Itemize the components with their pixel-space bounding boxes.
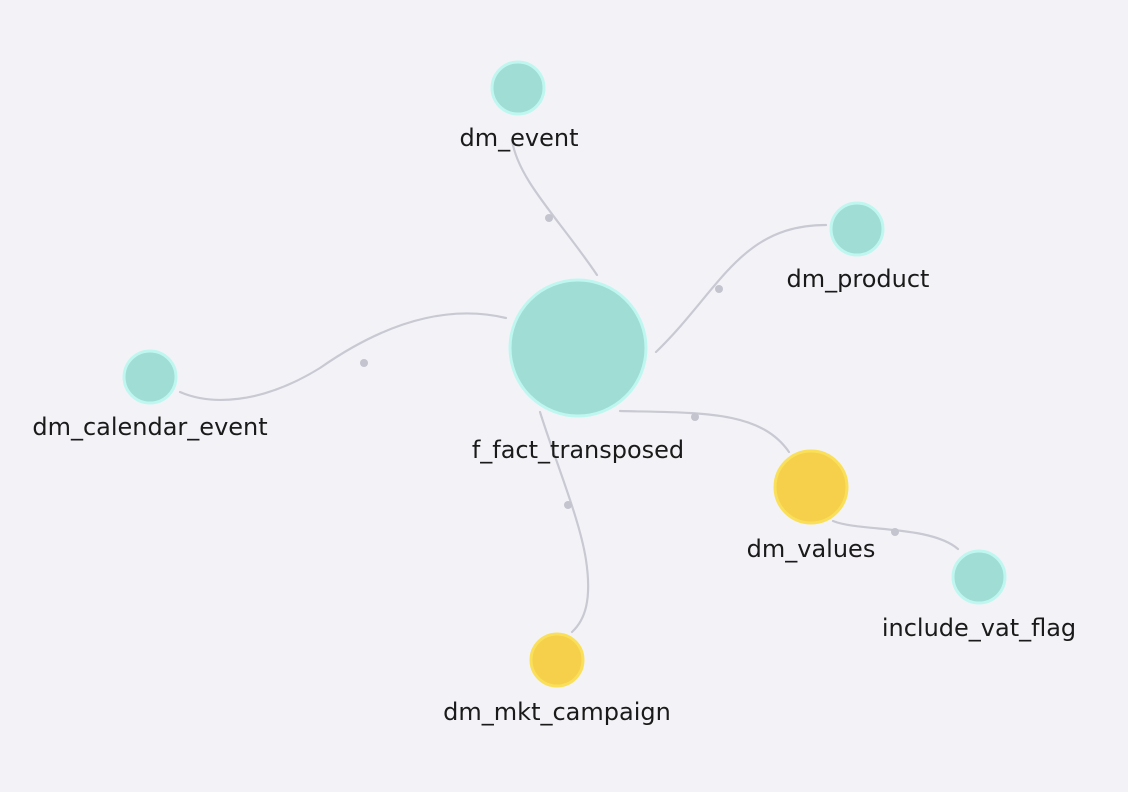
node-dm_calendar_event[interactable]: dm_calendar_event [32, 349, 268, 441]
edge-dm_values-to-include_vat_flag[interactable] [831, 519, 960, 551]
edge-midpoint-handle[interactable] [545, 214, 553, 222]
edge-line[interactable] [538, 410, 590, 634]
edge-f_fact_transposed-to-dm_product[interactable] [654, 223, 828, 354]
edge-line[interactable] [618, 409, 791, 454]
node-label: dm_values [747, 535, 876, 563]
node-dm_event[interactable]: dm_event [460, 60, 579, 152]
node-circle[interactable] [508, 278, 648, 418]
node-dm_values[interactable]: dm_values [747, 449, 876, 563]
edge-midpoint-handle[interactable] [715, 285, 723, 293]
edge-f_fact_transposed-to-dm_mkt_campaign[interactable] [538, 410, 590, 634]
node-include_vat_flag[interactable]: include_vat_flag [882, 549, 1076, 642]
edge-f_fact_transposed-to-dm_values[interactable] [618, 409, 791, 454]
node-label: f_fact_transposed [472, 436, 684, 464]
node-label: dm_calendar_event [32, 413, 267, 441]
edge-midpoint-handle[interactable] [691, 413, 699, 421]
edge-f_fact_transposed-to-dm_calendar_event[interactable] [178, 312, 508, 401]
edge-line[interactable] [654, 223, 828, 354]
edges-layer [178, 138, 960, 634]
node-label: dm_product [787, 265, 930, 293]
nodes-layer: f_fact_transposed dm_event dm_product dm_ca… [32, 60, 1076, 726]
node-dm_mkt_campaign[interactable]: dm_mkt_campaign [443, 632, 671, 726]
edge-line[interactable] [510, 138, 599, 277]
node-circle[interactable] [122, 349, 178, 405]
node-f_fact_transposed[interactable]: f_fact_transposed [472, 278, 684, 464]
edge-midpoint-handle[interactable] [891, 528, 899, 536]
node-dm_product[interactable]: dm_product [787, 201, 930, 293]
edge-midpoint-handle[interactable] [564, 501, 572, 509]
node-label: dm_mkt_campaign [443, 698, 671, 726]
node-label: include_vat_flag [882, 614, 1076, 642]
edge-f_fact_transposed-to-dm_event[interactable] [510, 138, 599, 277]
node-circle[interactable] [490, 60, 546, 116]
edge-midpoint-handle[interactable] [360, 359, 368, 367]
node-label: dm_event [460, 124, 579, 152]
node-circle[interactable] [529, 632, 585, 688]
node-circle[interactable] [829, 201, 885, 257]
edge-line[interactable] [178, 312, 508, 401]
node-circle[interactable] [773, 449, 849, 525]
node-circle[interactable] [951, 549, 1007, 605]
